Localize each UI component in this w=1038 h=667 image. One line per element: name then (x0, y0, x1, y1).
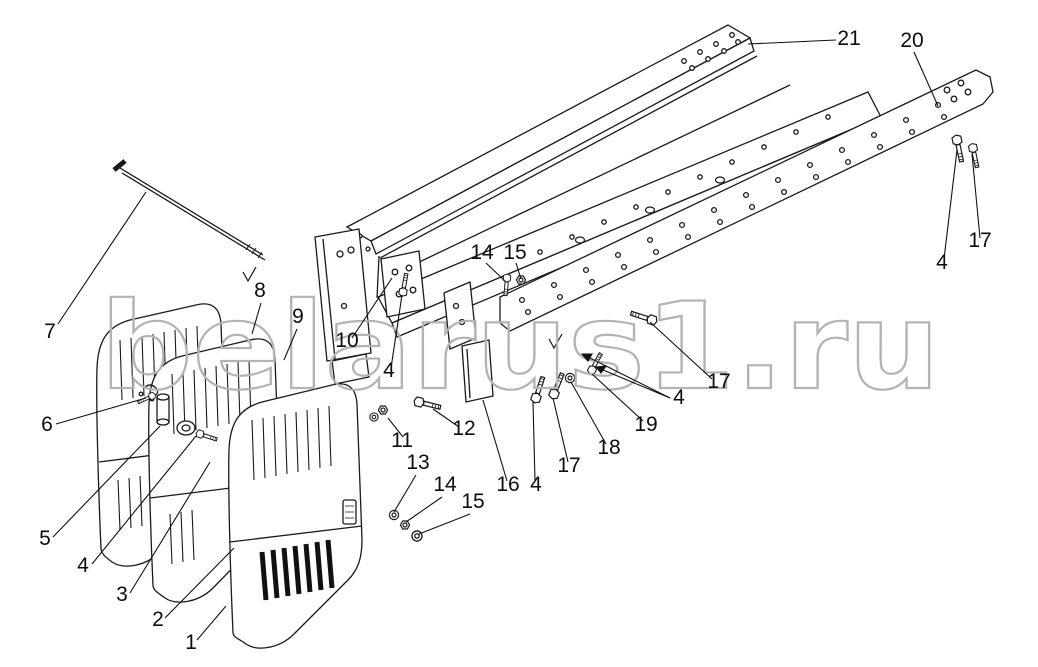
bolt-4-rear-icon (950, 133, 967, 164)
part-label-16: 16 (496, 473, 519, 496)
watermark: belarus1.ru (100, 278, 940, 417)
ballast-weights (96, 303, 363, 649)
part-label-6: 6 (41, 413, 53, 436)
part-label-20: 20 (900, 29, 923, 52)
cross-member (314, 228, 372, 385)
part-label-7: 7 (44, 320, 56, 343)
part-labels: 21 20 7 8 9 10 4 6 5 4 3 2 1 11 12 13 14… (39, 27, 992, 654)
leader-lines (52, 39, 981, 641)
part-label-17d: 17 (968, 229, 991, 252)
part-label-17c: 17 (707, 370, 730, 393)
part-label-11: 11 (391, 429, 413, 452)
grille-slots (259, 539, 335, 601)
part-label-21: 21 (837, 27, 860, 50)
part-label-17b: 17 (557, 454, 580, 477)
mid-bracket (443, 281, 477, 350)
side-beam-20 (499, 69, 994, 332)
finish-marks (242, 266, 563, 350)
part-label-3: 3 (116, 583, 128, 606)
part-label-4e: 4 (936, 251, 948, 274)
frame-assembly (314, 24, 994, 403)
bolt-17-rear-icon (967, 142, 982, 169)
part-label-14b: 14 (433, 473, 457, 496)
left-rail-21 (345, 24, 755, 255)
shackle (176, 420, 196, 436)
part-label-4d: 4 (673, 386, 685, 409)
part-label-4a: 4 (383, 359, 395, 382)
part-label-1: 1 (185, 631, 197, 654)
weight-plate-1 (228, 383, 363, 649)
part-label-13: 13 (406, 451, 429, 474)
part-label-15a: 15 (503, 241, 526, 264)
part-label-4b: 4 (77, 554, 89, 577)
part-label-14a: 14 (470, 241, 494, 264)
part-label-2: 2 (152, 608, 164, 631)
part-label-19: 19 (634, 413, 657, 436)
part-label-18: 18 (597, 436, 620, 459)
badge (342, 499, 357, 525)
support-plate-16 (461, 339, 494, 403)
part-label-5: 5 (39, 527, 51, 550)
tie-rod-7 (112, 159, 266, 261)
washer-15-icon (411, 530, 423, 542)
part-label-10: 10 (335, 329, 358, 352)
part-label-15b: 15 (461, 490, 484, 513)
part-label-4c: 4 (530, 473, 542, 496)
part-label-9: 9 (292, 305, 304, 328)
part-label-12: 12 (452, 417, 475, 440)
part-label-8: 8 (254, 279, 266, 302)
frame-interior-lines (376, 55, 791, 299)
weight-pin-5 (156, 393, 170, 426)
nut-14-icon (399, 520, 411, 530)
